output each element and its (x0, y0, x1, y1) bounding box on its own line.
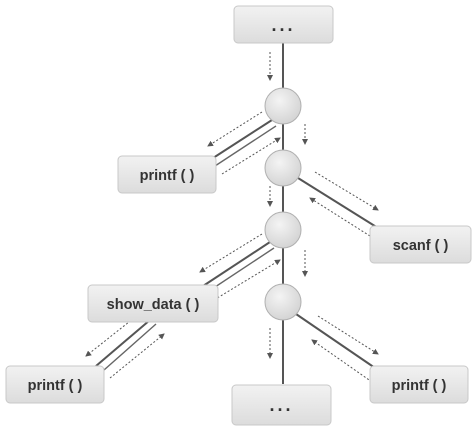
call-line-printf-3 (295, 313, 379, 371)
node-printf-3: printf ( ) (369, 365, 469, 404)
call-arrow-show-data (199, 233, 263, 273)
node-scanf: scanf ( ) (369, 225, 472, 264)
node-bottom-label: ... (269, 395, 293, 415)
junction-circle-4 (264, 283, 302, 321)
return-arrow-show-data (213, 259, 281, 301)
node-printf-2-label: printf ( ) (28, 378, 83, 394)
call-line-printf-2-b (103, 323, 157, 371)
call-line-scanf (297, 177, 379, 229)
call-line-printf-1 (209, 119, 273, 161)
call-line-printf-2 (95, 319, 151, 367)
node-top: ... (233, 5, 334, 44)
node-show-data-label: show_data ( ) (107, 297, 200, 313)
return-arrow-printf-3 (311, 339, 373, 383)
junction-circle-1 (264, 87, 302, 125)
junction-circle-2 (264, 149, 302, 187)
node-printf-3-label: printf ( ) (392, 378, 447, 394)
call-line-show-data-b (205, 247, 275, 294)
node-printf-1-label: printf ( ) (140, 168, 195, 184)
node-printf-2: printf ( ) (5, 365, 105, 404)
node-top-label: ... (271, 15, 295, 35)
junction-circle-3 (264, 211, 302, 249)
node-bottom: ... (231, 384, 332, 426)
node-scanf-label: scanf ( ) (393, 238, 449, 254)
call-arrow-printf-1 (207, 111, 263, 147)
call-arrow-scanf (314, 171, 379, 211)
return-arrow-printf-1 (221, 137, 281, 175)
node-show-data: show_data ( ) (87, 284, 219, 323)
call-line-printf-1-b (214, 125, 277, 167)
call-line-show-data (199, 241, 271, 289)
node-printf-1: printf ( ) (117, 155, 217, 194)
